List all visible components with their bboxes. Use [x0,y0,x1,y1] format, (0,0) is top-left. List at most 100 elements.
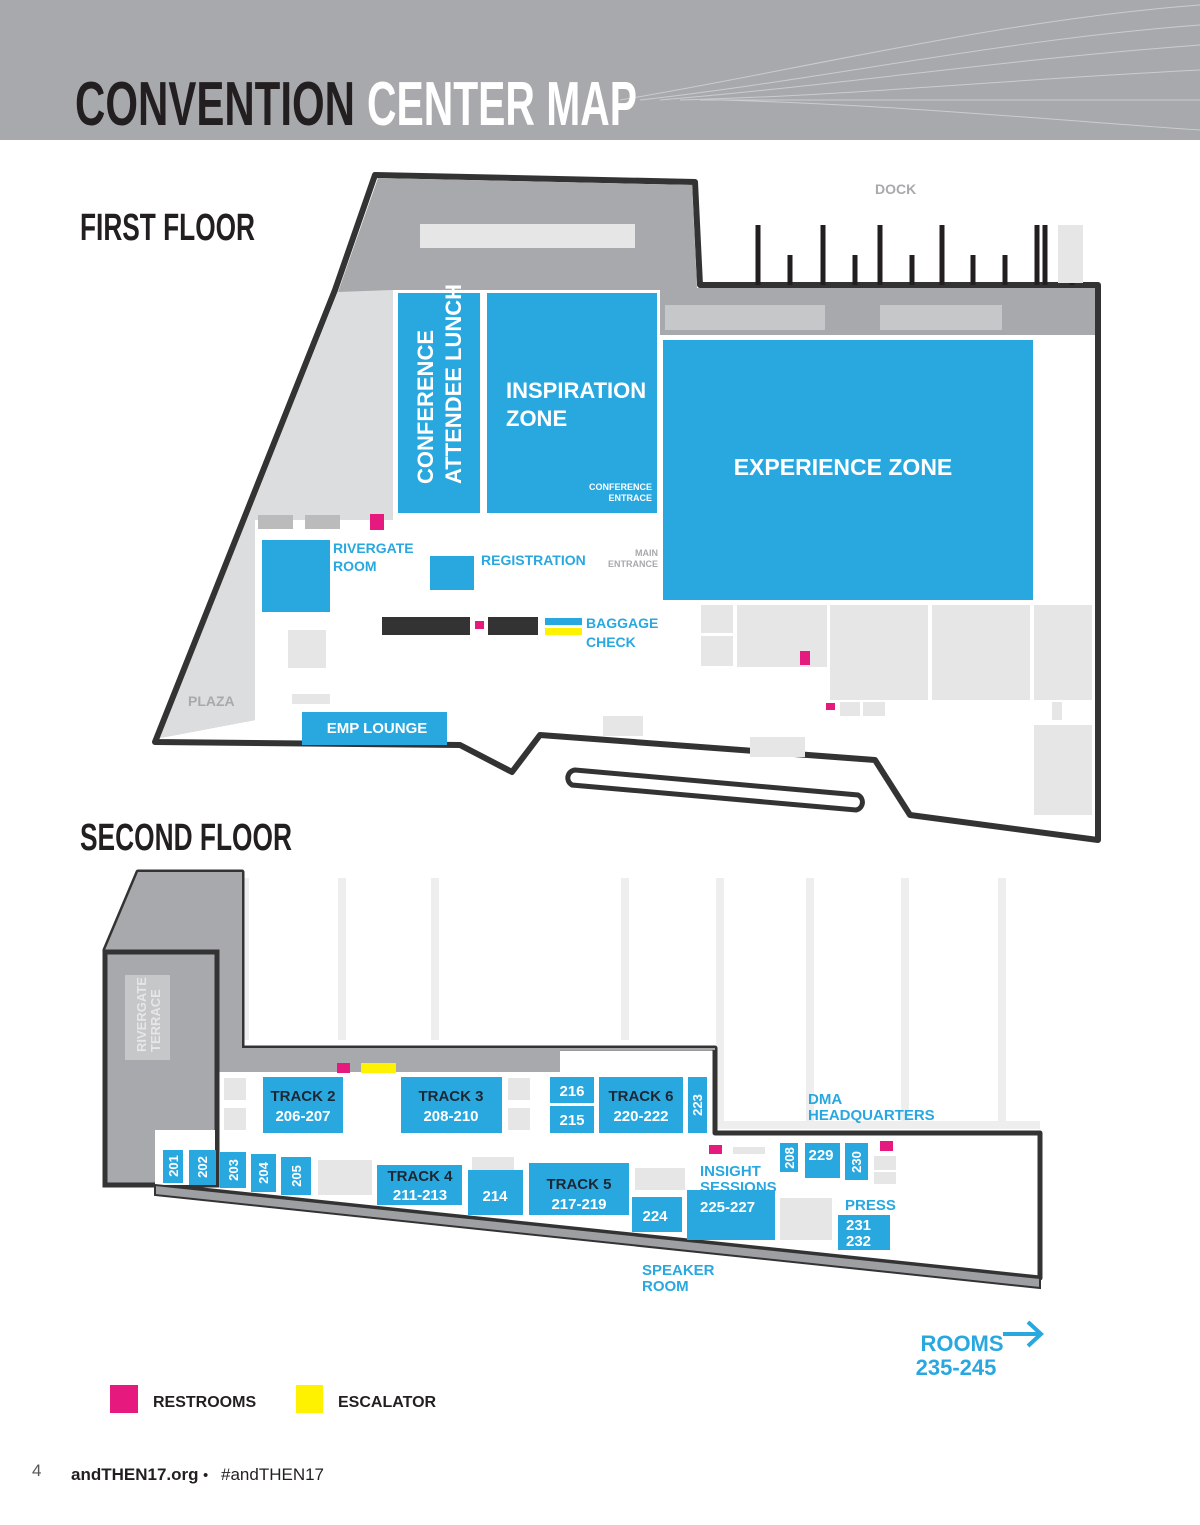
restroom-marker [337,1063,350,1073]
svg-text:INSPIRATION: INSPIRATION [506,378,646,403]
page-number: 4 [32,1461,41,1480]
dma-headquarters-label: DMA [808,1091,842,1108]
room-track-3 [401,1077,502,1133]
svg-text:ENTRACE: ENTRACE [608,493,652,503]
room-224 [632,1197,682,1232]
svg-text:INSIGHT: INSIGHT [700,1163,761,1180]
svg-text:230: 230 [849,1151,864,1173]
room-229 [805,1143,840,1178]
svg-text:HEADQUARTERS: HEADQUARTERS [808,1107,935,1124]
svg-text:ATTENDEE LUNCH: ATTENDEE LUNCH [441,284,466,484]
header-band [0,0,1200,140]
counter [382,617,470,635]
room-216 [550,1077,594,1103]
room-track-2 [263,1077,343,1133]
restroom-marker [800,651,810,665]
svg-text:SESSIONS: SESSIONS [700,1179,777,1196]
restroom-marker [880,1141,893,1151]
counter [488,617,538,635]
rooms-235-245-link[interactable]: ROOMS 235-245 [916,1320,1044,1380]
svg-text:TERRACE: TERRACE [148,989,163,1052]
svg-text:217-219: 217-219 [551,1196,606,1213]
svg-text:208: 208 [782,1147,797,1169]
press-label: PRESS [845,1197,896,1214]
restroom-marker [475,621,484,629]
title-center-map: CENTER MAP [367,70,637,139]
svg-text:220-222: 220-222 [613,1108,668,1125]
balcony-strip [154,1183,1041,1290]
svg-text:TRACK 4: TRACK 4 [387,1168,453,1185]
svg-text:EMP LOUNGE: EMP LOUNGE [327,720,428,737]
svg-text:TRACK 6: TRACK 6 [608,1088,673,1105]
legend: RESTROOMS ESCALATOR [110,1385,437,1413]
room-press-231-232 [838,1215,890,1250]
escalator-marker [361,1063,396,1073]
rivergate-room [262,540,330,612]
footer-site-link[interactable]: andTHEN17.org [71,1465,199,1484]
svg-text:ZONE: ZONE [506,406,567,431]
restroom-swatch [110,1385,138,1413]
conference-entrance-label: CONFERENCE [589,482,652,492]
first-floor-title: FIRST FLOOR [80,207,255,249]
svg-text:202: 202 [195,1156,210,1178]
svg-text:ROOM: ROOM [333,558,377,574]
first-floor-map: DOCK PLAZA CONFERENCE ATTENDEE LUNCH INS… [152,172,1101,843]
plaza-label: PLAZA [188,693,235,709]
svg-text:ROOM: ROOM [642,1278,689,1295]
svg-text:ROOMS: ROOMS [920,1331,1003,1356]
svg-text:EXPERIENCE ZONE: EXPERIENCE ZONE [734,454,953,480]
experience-zone-room [663,340,1033,600]
svg-text:CHECK: CHECK [586,634,636,650]
inspiration-zone-room [487,293,657,513]
restroom-marker [370,514,384,530]
svg-text:208-210: 208-210 [423,1108,478,1125]
legend-escalator: ESCALATOR [338,1394,437,1411]
main-entrance-label: MAIN [635,548,658,558]
svg-text:204: 204 [256,1161,271,1183]
svg-text:229: 229 [808,1147,833,1164]
svg-text:201: 201 [166,1155,181,1177]
service-corridor [160,178,1095,738]
footer-bullet: • [203,1467,208,1484]
svg-text:TRACK 2: TRACK 2 [270,1088,335,1105]
restroom-marker [826,703,835,710]
svg-text:CONFERENCE: CONFERENCE [413,330,438,484]
rivergate-terrace-label: RIVERGATE [134,977,149,1052]
registration-desk [430,556,474,590]
speaker-room-label: SPEAKER [642,1262,715,1279]
svg-text:235-245: 235-245 [916,1355,997,1380]
svg-text:TRACK 5: TRACK 5 [546,1176,611,1193]
dock-bays [755,225,1075,285]
room-track-5 [529,1163,629,1215]
title-convention: CONVENTION [75,70,355,139]
room-201 [163,1150,183,1183]
svg-text:203: 203 [226,1159,241,1181]
room-track-6 [599,1077,683,1133]
room-205 [281,1157,311,1195]
escalator-swatch [296,1385,323,1413]
svg-text:216: 216 [559,1083,584,1100]
room-208 [780,1143,798,1172]
svg-text:223: 223 [690,1094,705,1116]
second-floor-title: SECOND FLOOR [80,817,292,859]
svg-text:214: 214 [482,1188,508,1205]
conference-attendee-lunch-room [398,293,480,513]
room-204 [251,1154,276,1192]
legend-restrooms: RESTROOMS [153,1394,256,1411]
dock-label: DOCK [875,181,916,197]
restroom-marker [709,1145,722,1154]
svg-text:ENTRANCE: ENTRANCE [608,559,658,569]
room-203 [220,1152,246,1188]
room-insight-sessions [687,1190,775,1240]
svg-text:205: 205 [289,1165,304,1187]
footer-hashtag: #andTHEN17 [221,1465,324,1484]
room-230 [845,1143,868,1180]
header-wave-decoration [619,4,1200,131]
svg-text:231: 231 [846,1217,871,1234]
exhibit-rooms [603,605,1092,815]
svg-text:224: 224 [642,1208,668,1225]
svg-text:REGISTRATION: REGISTRATION [481,552,586,568]
svg-text:232: 232 [846,1233,871,1250]
svg-text:225-227: 225-227 [700,1199,755,1216]
